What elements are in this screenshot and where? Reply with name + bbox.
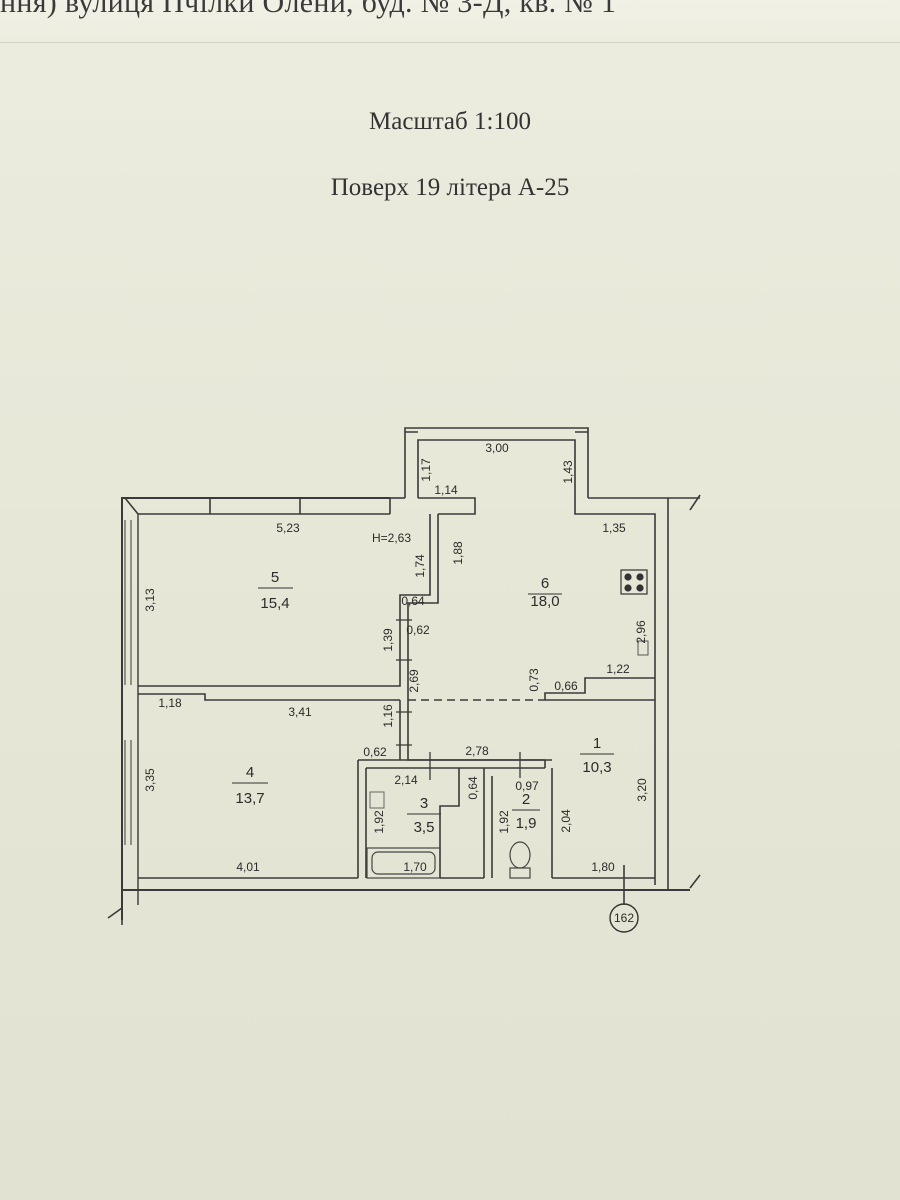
dim-1-80: 1,80	[591, 860, 615, 874]
room-labels: 5 15,4 6 18,0 1 10,3 4 13,7 3 3,5 2 1,9 …	[232, 531, 614, 836]
room-4-number: 4	[246, 764, 254, 781]
dim-room5-width: 5,23	[276, 521, 300, 535]
dim-room5-height: 3,13	[143, 588, 157, 612]
room-6-number: 6	[541, 575, 549, 592]
dim-3-35: 3,35	[143, 768, 157, 792]
dim-1-22: 1,22	[606, 662, 630, 676]
dim-2-69: 2,69	[407, 669, 421, 693]
scale-label: Масштаб 1:100	[369, 108, 531, 135]
dim-balcony-width: 3,00	[485, 441, 509, 455]
sink-icon	[637, 640, 649, 656]
room-5-area: 15,4	[260, 595, 289, 612]
dim-balcony-left: 1,17	[419, 458, 433, 482]
address-header: ння) вулиця Пчілки Олени, буд. № 3-Д, кв…	[0, 0, 617, 19]
dim-0-97: 0,97	[515, 779, 539, 793]
ceiling-height: H=2,63	[372, 531, 411, 545]
dim-3-20: 3,20	[635, 778, 649, 802]
dim-1-70: 1,70	[403, 860, 427, 874]
toilet-icon	[509, 841, 531, 879]
stove-icon	[620, 569, 648, 595]
dim-1-74: 1,74	[413, 554, 427, 578]
bathtub-icon	[366, 847, 441, 879]
dim-0-66: 0,66	[554, 679, 578, 693]
dimension-ticks	[396, 619, 521, 780]
dim-2-04: 2,04	[559, 809, 573, 833]
dim-balcony-right: 1,43	[561, 460, 575, 484]
dim-1-18: 1,18	[158, 696, 182, 710]
room-1-number: 1	[593, 735, 601, 752]
walls	[107, 427, 701, 925]
dim-1-39: 1,39	[381, 628, 395, 652]
room-1-area: 10,3	[582, 759, 611, 776]
dim-2-96: 2,96	[634, 620, 648, 644]
room-5-number: 5	[271, 569, 279, 586]
room-3-number: 3	[420, 795, 428, 812]
axis-marker-label: 162	[614, 911, 634, 925]
dim-2-14: 2,14	[394, 773, 418, 787]
washbasin-icon	[369, 791, 385, 809]
dim-0-64-b: 0,64	[466, 776, 480, 800]
room-2-number: 2	[522, 791, 530, 808]
dim-0-62-a: 0,62	[406, 623, 430, 637]
room-3-area: 3,5	[414, 819, 435, 836]
dim-4-01: 4,01	[236, 860, 260, 874]
dim-1-88: 1,88	[451, 541, 465, 565]
floor-label: Поверх 19 літера А-25	[330, 174, 570, 201]
dim-0-62-b: 0,62	[363, 745, 387, 759]
dim-1-14: 1,14	[434, 483, 458, 497]
axis-marker: 162	[609, 903, 639, 933]
room-6-area: 18,0	[530, 593, 559, 610]
dim-1-92-a: 1,92	[372, 810, 386, 834]
dim-3-41: 3,41	[288, 705, 312, 719]
dim-2-78: 2,78	[465, 744, 489, 758]
dim-1-16: 1,16	[381, 704, 395, 728]
dim-0-64-a: 0,64	[401, 594, 425, 608]
dimension-labels: 3,00 1,17 1,43 1,14 5,23 3,13 1,74 1,88 …	[143, 441, 649, 874]
room-2-area: 1,9	[516, 815, 537, 832]
dim-0-73: 0,73	[527, 668, 541, 692]
top-fold: ння) вулиця Пчілки Олени, буд. № 3-Д, кв…	[0, 0, 900, 43]
dim-1-35: 1,35	[602, 521, 626, 535]
room-4-area: 13,7	[235, 790, 264, 807]
dim-1-92-b: 1,92	[497, 810, 511, 834]
